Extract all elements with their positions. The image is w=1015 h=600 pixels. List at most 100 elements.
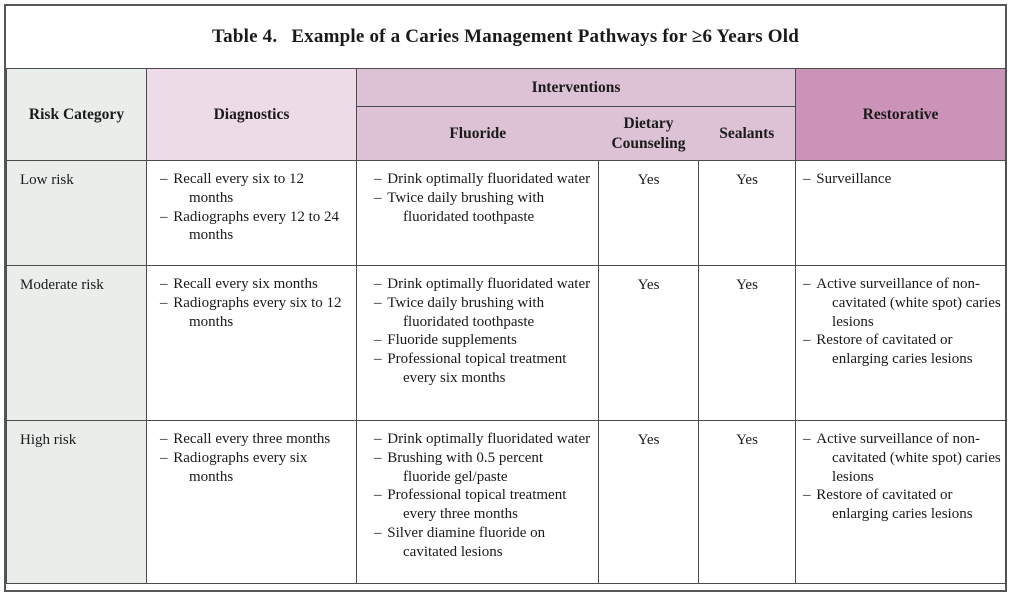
risk-category-cell: Moderate risk	[6, 265, 147, 421]
header-sealants: Sealants	[698, 106, 796, 161]
bullet-text: Active surveillance of non-cavitated (wh…	[816, 276, 1001, 330]
bullet-item: – Recall every six to 12 months	[160, 170, 350, 208]
bullet-item: – Drink optimally fluoridated water	[374, 275, 592, 294]
table-row-low-risk: Low risk – Recall every six to 12 months…	[6, 160, 1007, 266]
dash-bullet: –	[374, 449, 386, 466]
bullet-text: Radiographs every 12 to 24 months	[173, 208, 340, 244]
bullet-item: – Twice daily brushing with fluoridated …	[374, 189, 592, 227]
table-row-moderate-risk: Moderate risk – Recall every six months–…	[6, 265, 1007, 421]
restorative-list: – Active surveillance of non-cavitated (…	[803, 275, 1001, 369]
dash-bullet: –	[374, 294, 386, 311]
diagnostics-list: – Recall every six months– Radiographs e…	[160, 275, 350, 331]
dash-bullet: –	[803, 171, 815, 187]
bullet-item: – Radiographs every six months	[160, 449, 350, 487]
sealants-cell: Yes	[697, 160, 797, 266]
bullet-item: – Silver diamine fluoride on cavitated l…	[374, 524, 592, 562]
dash-bullet: –	[374, 276, 386, 292]
dietary-counseling-cell: Yes	[598, 265, 699, 421]
dash-bullet: –	[803, 487, 815, 504]
fluoride-list: – Drink optimally fluoridated water– Twi…	[374, 275, 592, 388]
dash-bullet: –	[160, 294, 172, 311]
bullet-text: Twice daily brushing with fluoridated to…	[387, 294, 545, 330]
restorative-cell: – Active surveillance of non-cavitated (…	[795, 420, 1007, 584]
bullet-item: – Restore of cavitated or enlarging cari…	[803, 331, 1001, 369]
dash-bullet: –	[803, 431, 815, 447]
bullet-text: Drink optimally fluoridated water	[387, 431, 591, 447]
fluoride-list: – Drink optimally fluoridated water– Bru…	[374, 430, 592, 561]
table-caption: Table 4. Example of a Caries Management …	[6, 6, 1005, 68]
restorative-cell: – Surveillance	[795, 160, 1007, 266]
table-row-high-risk: High risk – Recall every three months– R…	[6, 420, 1007, 584]
bullet-text: Restore of cavitated or enlarging caries…	[816, 332, 973, 367]
risk-category-cell: Low risk	[6, 160, 147, 266]
header-dietary-counseling: Dietary Counseling	[598, 106, 699, 161]
dash-bullet: –	[160, 449, 172, 466]
bullet-item: – Drink optimally fluoridated water	[374, 430, 592, 449]
header-diagnostics: Diagnostics	[146, 68, 357, 161]
dash-bullet: –	[160, 171, 172, 187]
bullet-item: – Professional topical treatment every t…	[374, 486, 592, 524]
dash-bullet: –	[374, 524, 386, 541]
dash-bullet: –	[374, 431, 386, 447]
bullet-item: – Radiographs every six to 12 months	[160, 294, 350, 332]
header-restorative: Restorative	[795, 68, 1007, 161]
risk-category-cell: High risk	[6, 420, 147, 584]
diagnostics-cell: – Recall every three months– Radiographs…	[146, 420, 357, 584]
sealants-cell: Yes	[697, 265, 797, 421]
header-row-sub: Fluoride Dietary Counseling Sealants	[7, 106, 1006, 161]
bullet-item: – Twice daily brushing with fluoridated …	[374, 294, 592, 332]
bullet-item: – Surveillance	[803, 170, 1001, 189]
bullet-text: Radiographs every six months	[173, 449, 308, 485]
dash-bullet: –	[374, 332, 386, 349]
bullet-text: Recall every three months	[173, 431, 331, 447]
bullet-item: – Professional topical treatment every s…	[374, 350, 592, 388]
diagnostics-cell: – Recall every six months– Radiographs e…	[146, 265, 357, 421]
fluoride-cell: – Drink optimally fluoridated water– Twi…	[356, 160, 599, 266]
dietary-counseling-cell: Yes	[598, 420, 699, 584]
header-row-top: Risk Category Diagnostics Interventions …	[6, 68, 1007, 161]
dash-bullet: –	[803, 276, 815, 292]
restorative-list: – Active surveillance of non-cavitated (…	[803, 430, 1001, 524]
dash-bullet: –	[374, 487, 386, 504]
restorative-list: – Surveillance	[803, 170, 1001, 189]
bullet-text: Restore of cavitated or enlarging caries…	[816, 487, 973, 522]
bullet-text: Brushing with 0.5 percent fluoride gel/p…	[387, 449, 544, 485]
dash-bullet: –	[374, 189, 386, 206]
diagnostics-cell: – Recall every six to 12 months– Radiogr…	[146, 160, 357, 266]
dash-bullet: –	[160, 431, 172, 447]
header-interventions: Interventions	[355, 68, 797, 107]
fluoride-cell: – Drink optimally fluoridated water– Bru…	[356, 420, 599, 584]
bullet-text: Radiographs every six to 12 months	[173, 294, 342, 330]
header-fluoride: Fluoride	[356, 106, 599, 161]
header-risk-category: Risk Category	[6, 68, 147, 161]
dash-bullet: –	[374, 171, 386, 187]
figure-frame: Table 4. Example of a Caries Management …	[4, 4, 1007, 592]
bullet-text: Recall every six to 12 months	[173, 171, 305, 206]
bullet-text: Fluoride supplements	[387, 332, 517, 349]
bullet-text: Surveillance	[816, 171, 892, 187]
table-caption-text: Example of a Caries Management Pathways …	[291, 26, 799, 47]
bullet-text: Silver diamine fluoride on cavitated les…	[387, 524, 546, 560]
table-caption-label: Table 4.	[212, 26, 278, 47]
bullet-text: Drink optimally fluoridated water	[387, 171, 591, 187]
fluoride-list: – Drink optimally fluoridated water– Twi…	[374, 170, 592, 226]
diagnostics-list: – Recall every six to 12 months– Radiogr…	[160, 170, 350, 245]
bullet-item: – Recall every six months	[160, 275, 350, 294]
bullet-item: – Brushing with 0.5 percent fluoride gel…	[374, 449, 592, 487]
caries-pathways-table: Risk Category Diagnostics Interventions …	[6, 68, 1007, 584]
bullet-item: – Active surveillance of non-cavitated (…	[803, 430, 1001, 486]
bullet-text: Professional topical treatment every thr…	[387, 487, 567, 522]
dash-bullet: –	[160, 276, 172, 292]
bullet-item: – Drink optimally fluoridated water	[374, 170, 592, 189]
bullet-item: – Fluoride supplements	[374, 331, 592, 350]
bullet-item: – Radiographs every 12 to 24 months	[160, 208, 350, 246]
dash-bullet: –	[803, 332, 815, 349]
bullet-text: Twice daily brushing with fluoridated to…	[387, 189, 545, 225]
dash-bullet: –	[160, 208, 172, 225]
dash-bullet: –	[374, 351, 386, 367]
bullet-text: Active surveillance of non-cavitated (wh…	[816, 431, 1001, 485]
bullet-text: Professional topical treatment every six…	[387, 351, 567, 386]
dietary-counseling-cell: Yes	[598, 160, 699, 266]
bullet-item: – Recall every three months	[160, 430, 350, 449]
restorative-cell: – Active surveillance of non-cavitated (…	[795, 265, 1007, 421]
